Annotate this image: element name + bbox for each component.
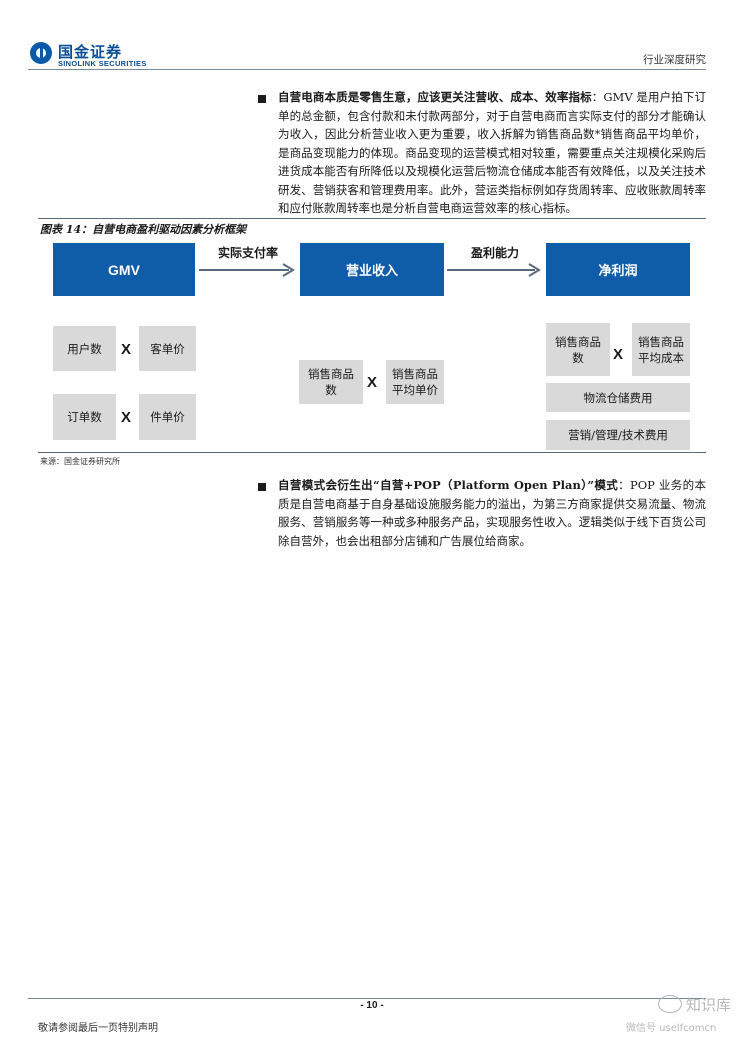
logo-name: 国金证券 [58,43,123,61]
disclaimer-note: 敬请参阅最后一页特别声明 [38,1023,158,1034]
order-value-label: 客单价 [150,341,185,356]
bullet-icon [258,95,266,103]
gmv-label: GMV [108,261,140,278]
net-profit-box: 净利润 [546,243,690,296]
footer-divider [28,998,706,999]
avg-price-label: 销售商品平均单价 [392,367,438,397]
order-value-box: 客单价 [139,326,196,371]
page-number: - 10 - [360,1000,384,1011]
arrow-right-icon [199,263,295,277]
opex-label: 营销/管理/技术费用 [568,428,668,442]
header-divider [28,69,706,70]
multiply-sign: X [613,346,624,363]
multiply-sign: X [121,341,132,358]
units-sold-box: 销售商品数 [546,323,610,376]
gmv-box: GMV [53,243,195,296]
item-price-label: 件单价 [150,410,185,424]
logo-english-name: SINOLINK SECURITIES [58,59,147,68]
logo-icon [30,42,52,64]
units-sold-label: 销售商品数 [555,334,601,365]
orders-box: 订单数 [53,394,116,440]
figure-bottom-rule [38,452,706,453]
users-box: 用户数 [53,326,116,371]
multiply-sign: X [121,409,132,426]
avg-cost-label: 销售商品平均成本 [638,334,684,365]
units-sold-label: 销售商品数 [308,367,354,397]
paragraph-body: ：GMV 是用户拍下订单的总金额，包含付款和未付款两部分，对于自营电商而言实际支… [278,90,707,215]
bullet-icon [258,483,266,491]
units-sold-box: 销售商品数 [299,360,363,404]
watermark-id: 微信号 uselfcomcn [626,1023,717,1034]
logistics-cost-box: 物流仓储费用 [546,383,690,412]
figure-title: 图表 14：自营电商盈利驱动因素分析框架 [40,223,247,236]
avg-price-box: 销售商品平均单价 [386,360,444,404]
revenue-box: 营业收入 [300,243,444,296]
avg-cost-box: 销售商品平均成本 [632,323,690,376]
paragraph-body: ：POP 业务的本质是自营电商基于自身基础设施服务能力的溢出，为第三方商家提供交… [278,478,706,548]
arrow-right-icon [447,263,541,277]
paragraph-pop-model: 自营模式会衍生出“自营+POP（Platform Open Plan）”模式：P… [278,476,706,550]
logistics-cost-label: 物流仓储费用 [583,390,653,405]
arrow-label-profitability: 盈利能力 [470,246,519,260]
paragraph-bold-lead: 自营模式会衍生出“自营+POP（Platform Open Plan）”模式 [278,478,619,492]
opex-box: 营销/管理/技术费用 [546,420,690,450]
figure-source: 来源：国金证券研究所 [40,457,120,466]
wechat-icon [658,995,682,1013]
net-profit-label: 净利润 [598,264,638,279]
report-type: 行业深度研究 [643,54,706,66]
multiply-sign: X [367,374,378,391]
paragraph-bold-lead: 自营电商本质是零售生意，应该更关注营收、成本、效率指标 [278,90,592,104]
arrow-label-payment-rate: 实际支付率 [217,246,278,260]
users-label: 用户数 [67,341,102,356]
revenue-label: 营业收入 [345,264,398,279]
watermark-name: 知识库 [686,996,732,1014]
figure-top-rule [38,218,706,219]
orders-label: 订单数 [67,410,102,424]
item-price-box: 件单价 [139,394,196,440]
paragraph-retail-metrics: 自营电商本质是零售生意，应该更关注营收、成本、效率指标：GMV 是用户拍下订单的… [278,88,706,218]
